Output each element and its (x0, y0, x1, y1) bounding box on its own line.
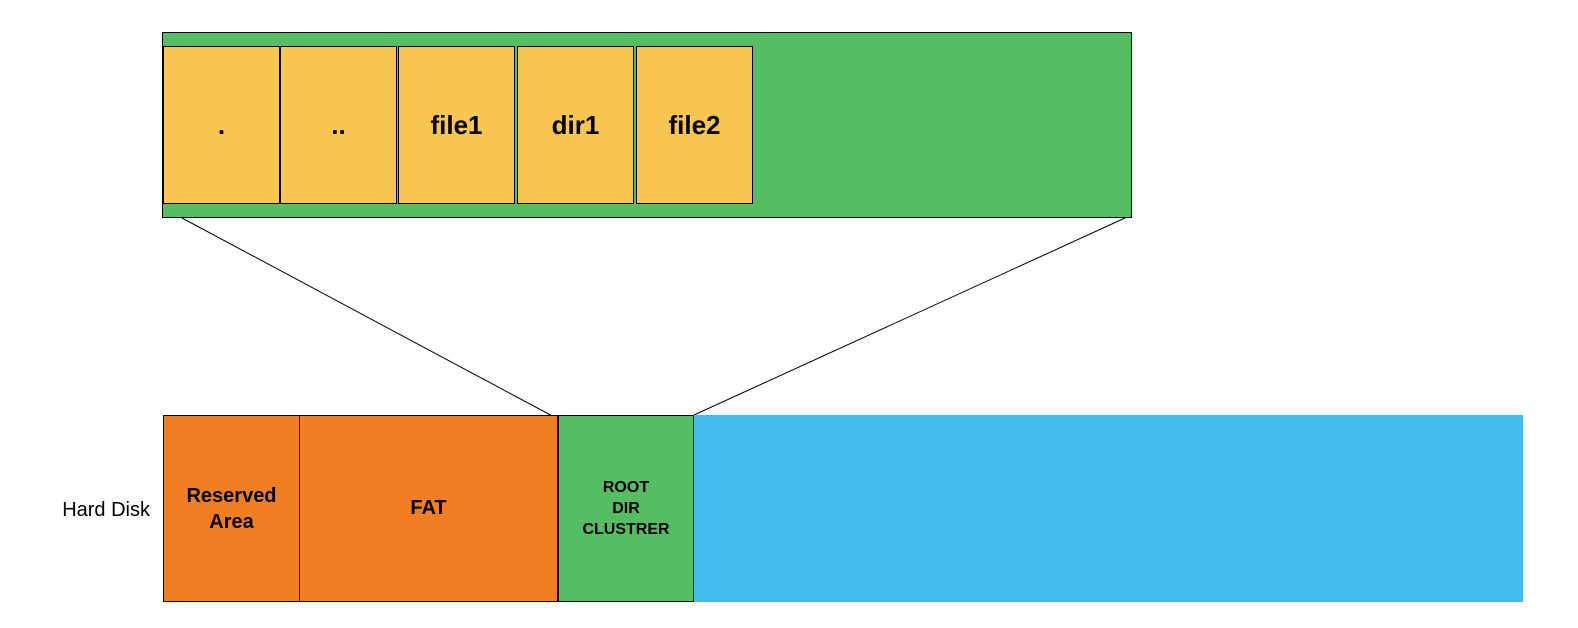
root-dir-label-line3: CLUSTRER (582, 521, 670, 538)
fat-label: FAT (410, 497, 447, 519)
dir-entry-label: .. (331, 109, 346, 140)
dir-entry-dir1: dir1 (517, 46, 634, 204)
root-dir-label-line2: DIR (612, 500, 640, 517)
dir-entry-file2: file2 (636, 46, 753, 204)
reserved-area-label-line2: Area (209, 510, 254, 533)
hard-disk-label: Hard Disk (62, 498, 150, 521)
fat-segment: FAT (299, 415, 558, 602)
dir-entry-file1: file1 (398, 46, 515, 204)
reserved-area-segment: Reserved Area (163, 415, 300, 602)
dir-entry-dot: . (163, 46, 280, 204)
reserved-area-label-line1: Reserved (186, 484, 277, 507)
root-dir-label-line1: ROOT (602, 479, 650, 496)
dir-entry-label: . (217, 109, 226, 140)
data-area-segment (694, 415, 1523, 602)
dir-entry-dotdot: .. (280, 46, 397, 204)
connector-line-right (693, 217, 1126, 416)
dir-entry-label: dir1 (551, 109, 600, 140)
dir-entry-label: file1 (430, 109, 483, 140)
root-dir-cluster-segment: ROOT DIR CLUSTRER (558, 415, 694, 602)
dir-entry-label: file2 (668, 109, 721, 140)
connector-line-left (181, 217, 559, 420)
